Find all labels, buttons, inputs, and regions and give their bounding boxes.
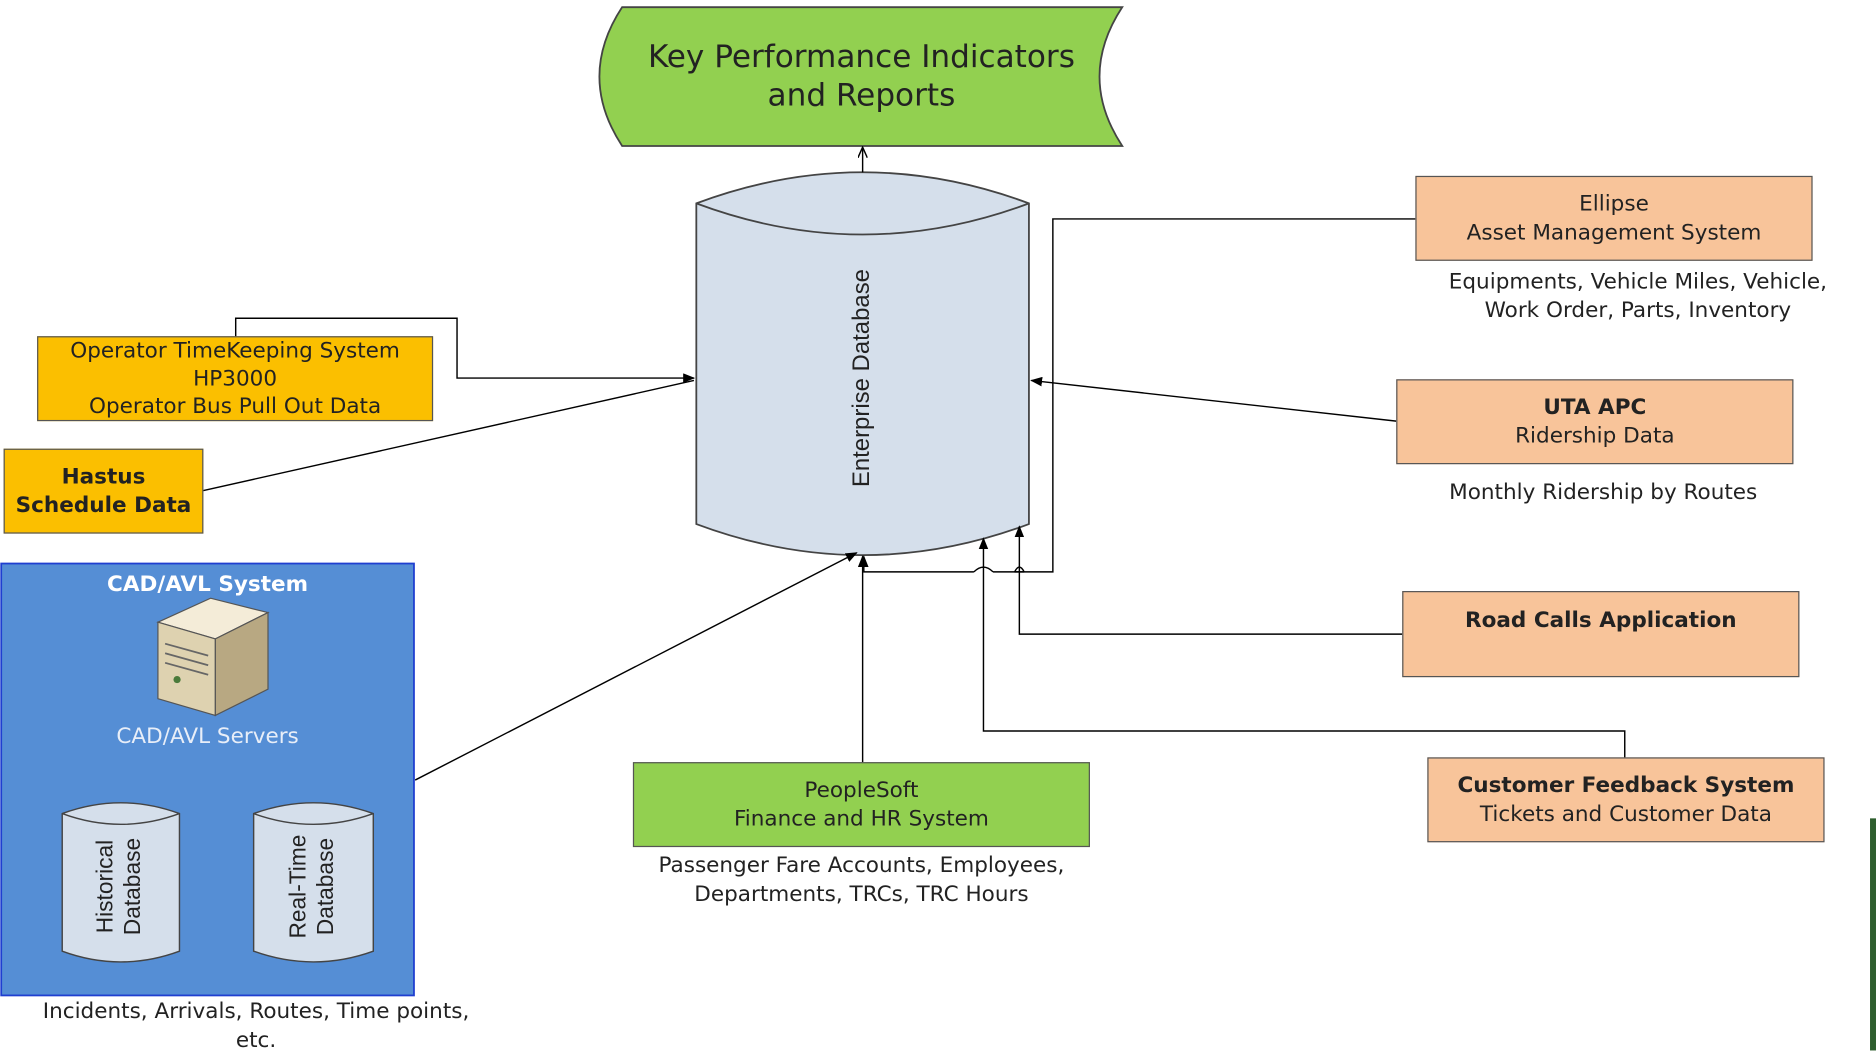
kpi-label: Key Performance Indicators and Reports [598,7,1124,146]
connector-operator-timekeeping [234,317,696,383]
uta-apc-subtitle: Ridership Data [1515,422,1675,449]
server-icon [156,597,270,717]
hastus-line2: Schedule Data [15,492,192,518]
operator-timekeeping-box: Operator TimeKeeping System HP3000 Opera… [37,336,434,422]
connector-cad-avl [414,552,858,781]
realtime-database-label: Real-Time Database [286,834,339,939]
connector-road-calls [1014,525,1403,635]
hastus-line1: Hastus [61,464,146,490]
uta-apc-title: UTA APC [1543,394,1647,421]
ellipse-caption: Equipments, Vehicle Miles, Vehicle, Work… [1448,269,1828,324]
customer-feedback-box: Customer Feedback System Tickets and Cus… [1427,757,1825,843]
edge-bar [1870,818,1876,1051]
connector-uta-apc [1030,376,1397,422]
kpi-shape [598,6,1124,147]
hastus-box: Hastus Schedule Data [3,448,204,534]
kpi-line1: Key Performance Indicators [647,38,1075,75]
historical-database-label: Historical Database [93,837,146,936]
uta-apc-caption: Monthly Ridership by Routes [1449,479,1758,505]
ellipse-title: Ellipse [1579,191,1649,217]
operator-timekeeping-line1: Operator TimeKeeping System [70,338,400,364]
road-calls-title: Road Calls Application [1465,607,1737,633]
uta-apc-box: UTA APC Ridership Data [1396,379,1794,465]
customer-feedback-subtitle: Tickets and Customer Data [1479,801,1772,827]
peoplesoft-subtitle: Finance and HR System [733,805,989,831]
customer-feedback-title: Customer Feedback System [1457,773,1795,799]
peoplesoft-box: PeopleSoft Finance and HR System [632,762,1090,848]
connector-customer-feedback [978,537,1626,759]
enterprise-database-label: Enterprise Database [848,269,876,488]
cad-avl-servers-label: CAD/AVL Servers [116,723,299,749]
ellipse-box: Ellipse Asset Management System [1415,175,1813,261]
enterprise-database-shape [695,171,1030,556]
operator-timekeeping-line2: HP3000 [193,366,278,392]
cad-avl-title: CAD/AVL System [107,571,309,598]
kpi-line2: and Reports [767,77,956,114]
connector-ellipse [1014,218,1416,573]
cad-avl-caption: Incidents, Arrivals, Routes, Time points… [42,999,470,1054]
connector-hastus [203,379,695,492]
peoplesoft-title: PeopleSoft [804,777,919,803]
historical-database-shape [61,802,181,963]
ellipse-subtitle: Asset Management System [1466,219,1762,245]
road-calls-box: Road Calls Application [1402,591,1800,678]
operator-timekeeping-line3: Operator Bus Pull Out Data [89,393,382,419]
realtime-database-shape [252,802,375,963]
peoplesoft-caption: Passenger Fare Accounts, Employees, Depa… [658,853,1065,908]
